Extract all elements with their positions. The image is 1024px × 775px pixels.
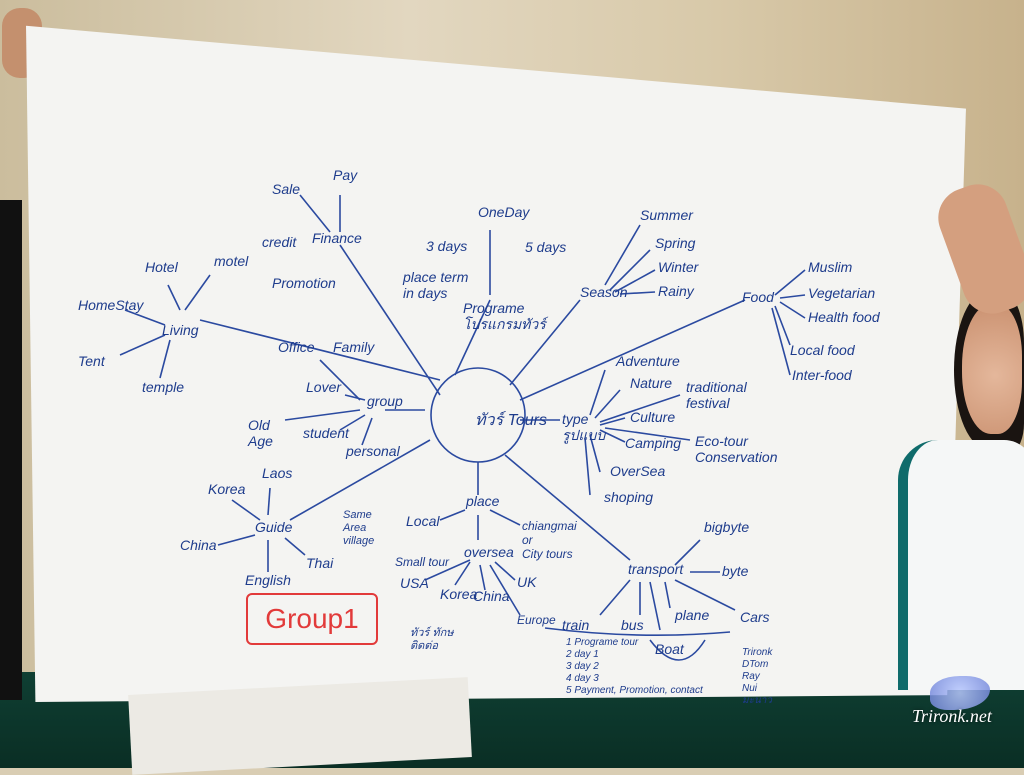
- label-europe: Europe: [517, 613, 556, 627]
- label-vegetarian: Vegetarian: [808, 285, 875, 301]
- person-left-sleeve: [0, 200, 22, 700]
- label-rainy: Rainy: [658, 283, 695, 299]
- label-korea-2: Korea: [440, 586, 478, 602]
- label-motel: motel: [214, 253, 249, 269]
- label-byte: byte: [722, 563, 749, 579]
- label-transport: transport: [628, 561, 684, 577]
- label-local-food: Local food: [790, 342, 856, 358]
- label-shoping: shoping: [604, 489, 653, 505]
- center-label: ทัวร์ Tours: [475, 410, 547, 429]
- label-culture: Culture: [630, 409, 675, 425]
- label-summer: Summer: [640, 207, 694, 223]
- label-promotion: Promotion: [272, 275, 336, 291]
- label-oneday: OneDay: [478, 204, 530, 220]
- label-inter-food: Inter-food: [792, 367, 853, 383]
- label-food: Food: [742, 289, 775, 305]
- label-thai: Thai: [306, 555, 334, 571]
- mindmap-labels: ทัวร์ Tours Finance Sale Pay credit Prom…: [78, 167, 881, 706]
- label-5days: 5 days: [525, 239, 566, 255]
- label-lover: Lover: [306, 379, 342, 395]
- label-tour-contact: ทัวร์ ทักษติดต่อ: [410, 626, 454, 652]
- label-sale: Sale: [272, 181, 300, 197]
- label-guide: Guide: [255, 519, 293, 535]
- label-korea: Korea: [208, 481, 246, 497]
- label-adventure: Adventure: [615, 353, 680, 369]
- label-laos: Laos: [262, 465, 292, 481]
- label-pay: Pay: [333, 167, 358, 183]
- label-credit: credit: [262, 234, 297, 250]
- woman-right: [870, 290, 1024, 690]
- label-place: place: [465, 493, 500, 509]
- label-camping: Camping: [625, 435, 681, 451]
- label-group: group: [367, 393, 403, 409]
- watermark: Trironk.net: [912, 706, 992, 726]
- label-english: English: [245, 572, 291, 588]
- label-tent: Tent: [78, 353, 106, 369]
- label-muslim: Muslim: [808, 259, 853, 275]
- label-boat: Boat: [655, 641, 685, 657]
- label-health-food: Health food: [808, 309, 881, 325]
- label-finance: Finance: [312, 230, 362, 246]
- label-season: Season: [580, 284, 628, 300]
- label-china-2: China: [473, 588, 510, 604]
- label-temple: temple: [142, 379, 184, 395]
- label-oversea: oversea: [464, 544, 514, 560]
- label-hotel: Hotel: [145, 259, 179, 275]
- label-usa: USA: [400, 575, 429, 591]
- group-box: Group1: [246, 593, 378, 645]
- label-3days: 3 days: [426, 238, 467, 254]
- label-uk: UK: [517, 574, 537, 590]
- label-student: student: [303, 425, 350, 441]
- label-local: Local: [406, 513, 440, 529]
- label-spring: Spring: [655, 235, 696, 251]
- label-personal: personal: [345, 443, 401, 459]
- label-living: Living: [162, 322, 199, 338]
- label-nature: Nature: [630, 375, 672, 391]
- label-cars: Cars: [740, 609, 770, 625]
- label-bus: bus: [621, 617, 644, 633]
- label-plane: plane: [674, 607, 709, 623]
- label-homestay: HomeStay: [78, 297, 144, 313]
- label-china: China: [180, 537, 217, 553]
- face: [962, 304, 1022, 434]
- connector-lines: [119, 194, 806, 661]
- label-bigbyte: bigbyte: [704, 519, 749, 535]
- mindmap-poster: [26, 25, 966, 702]
- label-family: Family: [333, 339, 375, 355]
- label-oversea-type: OverSea: [610, 463, 665, 479]
- label-train: train: [562, 617, 589, 633]
- label-office: Office: [278, 339, 315, 355]
- shirt: [898, 440, 1024, 690]
- label-winter: Winter: [658, 259, 700, 275]
- group-label: Group1: [265, 603, 359, 634]
- label-small-tour: Small tour: [395, 555, 450, 569]
